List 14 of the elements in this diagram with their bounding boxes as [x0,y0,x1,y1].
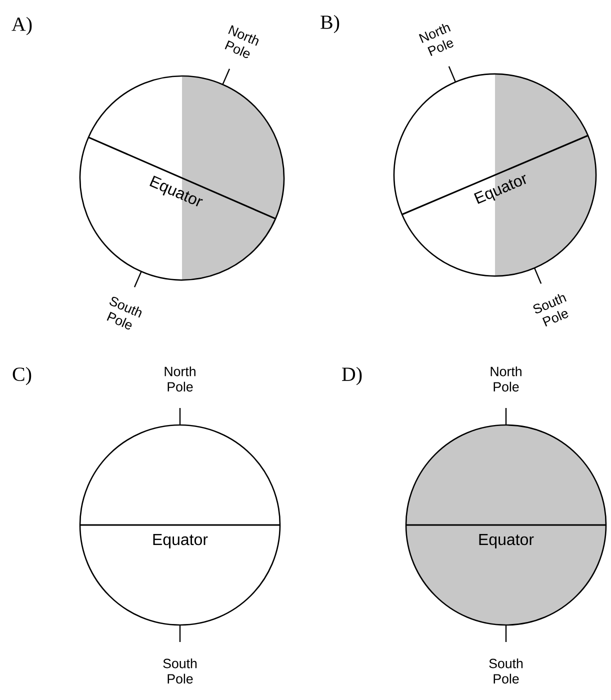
option-letter: C) [12,366,32,386]
pole-label: South Pole [163,658,197,684]
pole-label: South Pole [106,296,142,330]
pole-label: North Pole [418,24,454,56]
globe-drawing: Equator [79,424,281,626]
pole-label: North Pole [224,25,259,58]
globe-drawing: Equator [405,424,607,626]
pole-label: North Pole [164,366,196,392]
option-letter: B) [320,14,340,34]
pole-label: South Pole [533,294,568,327]
pole-label: South Pole [489,658,523,684]
pole-label: North Pole [490,366,522,392]
option-letter: D) [342,366,362,386]
option-letter: A) [12,16,32,36]
